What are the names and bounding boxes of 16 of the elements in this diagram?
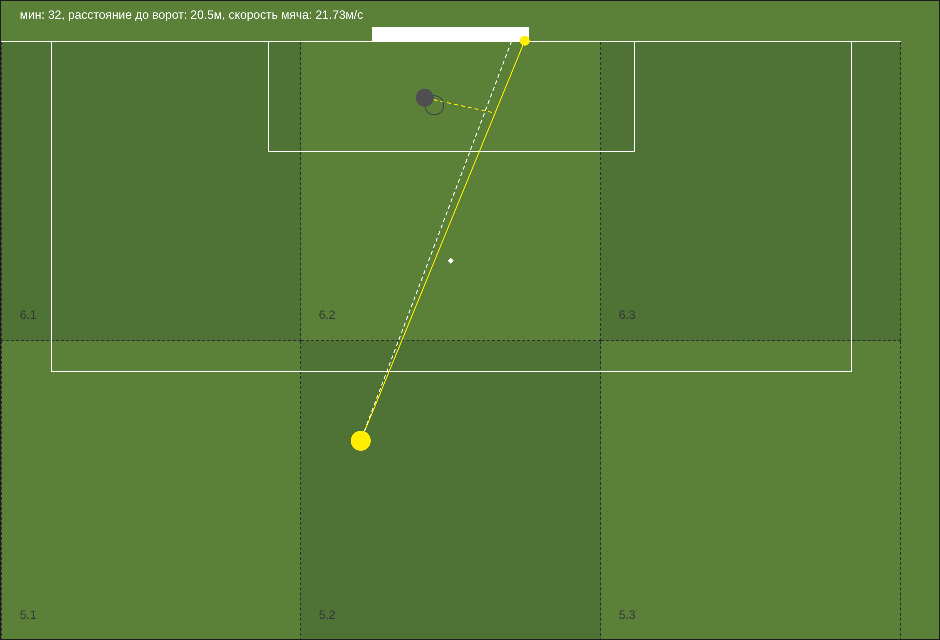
pitch-zone <box>1 42 301 341</box>
pitch-zone <box>1 341 301 639</box>
zone-label: 5.1 <box>20 608 37 622</box>
dashed-line <box>433 99 494 114</box>
zone-label: 6.3 <box>619 308 636 322</box>
zone-label: 6.2 <box>319 308 336 322</box>
pitch-zone <box>301 42 601 341</box>
shooter-marker-icon <box>351 431 371 451</box>
pitch-zone <box>601 42 901 341</box>
goal-bar <box>372 27 529 41</box>
zone-label: 5.2 <box>319 608 336 622</box>
zone-label: 5.3 <box>619 608 636 622</box>
goalkeeper-marker-icon <box>416 89 434 107</box>
zone-label: 6.1 <box>20 308 37 322</box>
match-stats-text: мин: 32, расстояние до ворот: 20.5м, скорость мяча: 21.73м/с <box>20 8 364 22</box>
pitch-zone <box>301 341 601 639</box>
